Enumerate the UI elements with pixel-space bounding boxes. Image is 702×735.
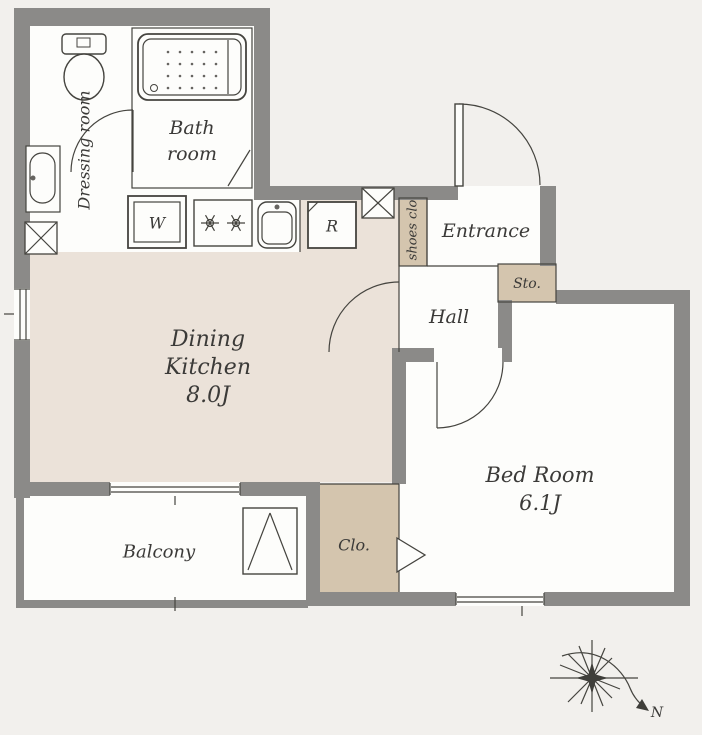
closet-folding-door-icon — [396, 536, 427, 574]
closet-fill — [320, 484, 399, 592]
window-bedroom — [455, 592, 545, 616]
storage-outline — [497, 263, 557, 303]
partition-lines — [131, 27, 557, 592]
bedroom-label: Bed Room 6.1J — [486, 461, 595, 517]
dining-kitchen-floor — [30, 200, 399, 482]
washing-machine-label: W — [148, 213, 166, 233]
bedroom-size: 6.1J — [519, 491, 561, 515]
burner-icon-2 — [227, 214, 245, 232]
ac-unit-icon — [242, 507, 298, 575]
washbasin-icon — [25, 145, 61, 213]
bedroom-name: Bed Room — [485, 463, 595, 487]
north-arrowhead — [636, 699, 649, 711]
north-label: N — [650, 705, 664, 721]
walls — [14, 8, 690, 608]
hall-label: Hall — [428, 306, 470, 328]
washing-machine-box — [127, 195, 187, 249]
balcony-label: Balcony — [122, 541, 196, 563]
dressing-room-label: Dressing room — [74, 90, 94, 210]
entrance-label: Entrance — [441, 220, 531, 242]
shower-dots — [166, 50, 218, 90]
bathtub-icon — [137, 33, 247, 101]
toilet-icon — [61, 33, 107, 101]
compass-rose-icon — [550, 640, 649, 712]
shoes-closet-label: shoes clo — [405, 199, 421, 261]
entrance-door-opening — [458, 186, 540, 200]
refrigerator-box — [307, 201, 357, 249]
entrance-floor — [427, 192, 544, 268]
windows — [4, 186, 545, 616]
bath-room-label: Bath room — [167, 115, 217, 167]
closet-label: Clo. — [338, 535, 370, 555]
bath-room-line1: Bath — [169, 117, 215, 139]
vent-box-icon-2 — [361, 187, 395, 219]
refrigerator-label: R — [325, 216, 339, 236]
window-left — [4, 288, 30, 341]
stove-icon — [193, 199, 253, 247]
vent-box-icon — [24, 221, 58, 255]
entrance-door-swing — [454, 103, 541, 187]
bath-unit-outline — [131, 27, 253, 189]
storage-label: Sto. — [513, 276, 541, 292]
storage-fill — [498, 264, 556, 302]
balcony-wall-left — [16, 496, 24, 606]
dining-kitchen-size: 8.0J — [186, 383, 230, 408]
bedroom-door-swing — [436, 361, 504, 429]
window-balcony — [109, 482, 241, 611]
dining-kitchen-label: Dining Kitchen 8.0J — [165, 326, 251, 410]
shoes-closet-fill — [399, 198, 427, 266]
balcony-wall-bottom — [16, 600, 308, 608]
bath-room-line2: room — [167, 143, 217, 165]
dining-kitchen-line1: Dining — [170, 327, 246, 352]
burner-icon — [201, 214, 219, 232]
bath-door-swing — [70, 109, 251, 187]
kitchen-sink-icon — [257, 201, 297, 249]
bedroom-door-opening — [434, 348, 502, 362]
dk-door-swing — [328, 281, 400, 353]
bedroom-floor — [399, 300, 676, 594]
dining-kitchen-line2: Kitchen — [165, 355, 251, 380]
